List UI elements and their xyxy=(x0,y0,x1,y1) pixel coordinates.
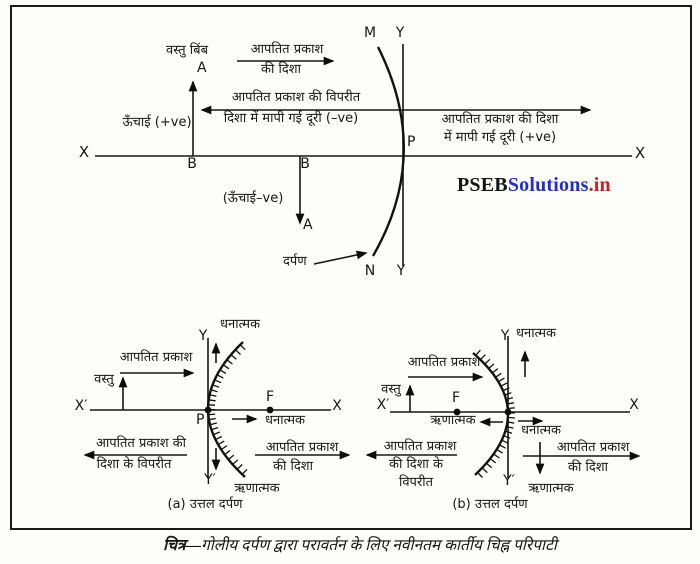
b-opposite-line3: विपरीत xyxy=(398,475,434,490)
b-incident-light-label: आपतित प्रकाश xyxy=(407,355,481,370)
top-opposite-distance-line2: दिशा में मापी गई दूरी (–ve) xyxy=(223,111,359,126)
watermark: PSEBSolutions.in xyxy=(457,175,611,196)
a-x-left-label: X′ xyxy=(74,398,88,414)
top-y-top-label: Y xyxy=(395,25,405,41)
b-positive-top-label: धनात्मक xyxy=(516,326,556,341)
top-mirror-curve xyxy=(371,46,405,257)
top-x-right-label: X xyxy=(634,144,646,162)
top-point-a-top: A xyxy=(197,60,207,76)
a-opposite-line2: दिशा के विपरीत xyxy=(96,457,172,472)
b-object-label: वस्तु xyxy=(381,382,401,397)
b-mirror-hatching xyxy=(475,349,516,478)
top-incident-direction-line2: की दिशा xyxy=(261,62,301,77)
a-direction-line1: आपतित प्रकाश xyxy=(265,440,339,455)
b-negative-axis-label: ऋणात्मक xyxy=(430,413,476,428)
b-pole-dot xyxy=(504,408,512,416)
top-incident-direction-line1: आपतित प्रकाश xyxy=(250,42,324,57)
watermark-dot-in: .in xyxy=(588,174,611,196)
top-height-negative-label: (ऊँचाई–ve) xyxy=(222,191,284,206)
b-x-right-label: X xyxy=(629,397,639,413)
a-pole-dot xyxy=(204,406,212,414)
top-point-b2: B xyxy=(300,156,310,172)
b-focus-label: F xyxy=(451,390,461,406)
watermark-pseb: PSEB xyxy=(457,174,508,196)
a-y-top-label: Y xyxy=(198,328,208,344)
a-focus-dot xyxy=(266,406,274,414)
top-point-b1: B xyxy=(187,156,197,172)
top-point-p: P xyxy=(407,134,416,150)
a-negative-bottom-label: ऋणात्मक xyxy=(234,481,280,496)
a-direction-line2: की दिशा xyxy=(273,459,313,474)
b-focus-dot xyxy=(453,408,461,416)
a-opposite-line1: आपतित प्रकाश की xyxy=(95,436,187,451)
figure-caption-prefix: चित्र— xyxy=(163,537,202,554)
a-positive-axis-label: धनात्मक xyxy=(265,413,305,428)
top-object-label: वस्तु बिंब xyxy=(165,43,209,58)
b-direction-line1: आपतित प्रकाश xyxy=(556,440,630,455)
b-x-left-label: X′ xyxy=(376,397,390,413)
figure-caption-text: गोलीय दर्पण द्वारा परावर्तन के लिए नवीनत… xyxy=(201,537,557,554)
a-mirror-hatching xyxy=(207,344,248,475)
b-opposite-line2: की दिशा के xyxy=(388,457,444,472)
a-positive-top-label: धनात्मक xyxy=(220,317,260,332)
top-height-positive-label: ऊँचाई (+ve) xyxy=(122,115,192,130)
top-point-n: N xyxy=(364,263,376,279)
top-positive-distance-line1: आपतित प्रकाश की दिशा xyxy=(441,112,559,127)
b-positive-axis-label: धनात्मक xyxy=(521,423,561,438)
a-x-right-label: X xyxy=(332,398,342,414)
top-mirror-pointer-arrow xyxy=(313,250,368,265)
b-direction-line2: की दिशा xyxy=(568,460,608,475)
top-mirror-label: दर्पण xyxy=(283,254,307,269)
top-positive-distance-line2: में मापी गई दूरी (+ve) xyxy=(443,130,557,145)
a-y-bottom-label: Y′ xyxy=(204,472,216,488)
figure-border xyxy=(10,5,692,530)
top-y-bottom-label: Y xyxy=(396,263,406,279)
top-point-m: M xyxy=(363,25,377,41)
b-negative-bottom-label: ऋणात्मक xyxy=(528,481,574,496)
a-pole-label: P xyxy=(196,412,205,428)
a-focus-label: F xyxy=(265,389,275,405)
top-point-a-bottom: A xyxy=(303,217,313,233)
a-incident-light-label: आपतित प्रकाश xyxy=(119,350,193,365)
figure-caption: चित्र—गोलीय दर्पण द्वारा परावर्तन के लिए… xyxy=(163,537,557,554)
b-caption: (b) उत्तल दर्पण xyxy=(452,497,528,512)
a-object-label: वस्तु xyxy=(94,372,114,387)
b-y-bottom-label: Y′ xyxy=(503,473,515,489)
top-x-left-label: X xyxy=(78,143,90,161)
top-opposite-distance-line1: आपतित प्रकाश की विपरीत xyxy=(231,90,361,105)
b-opposite-line1: आपतित प्रकाश xyxy=(383,439,457,454)
b-y-top-label: Y xyxy=(500,328,510,344)
a-caption: (a) उत्तल दर्पण xyxy=(167,497,243,512)
watermark-solutions: Solutions xyxy=(507,174,589,196)
